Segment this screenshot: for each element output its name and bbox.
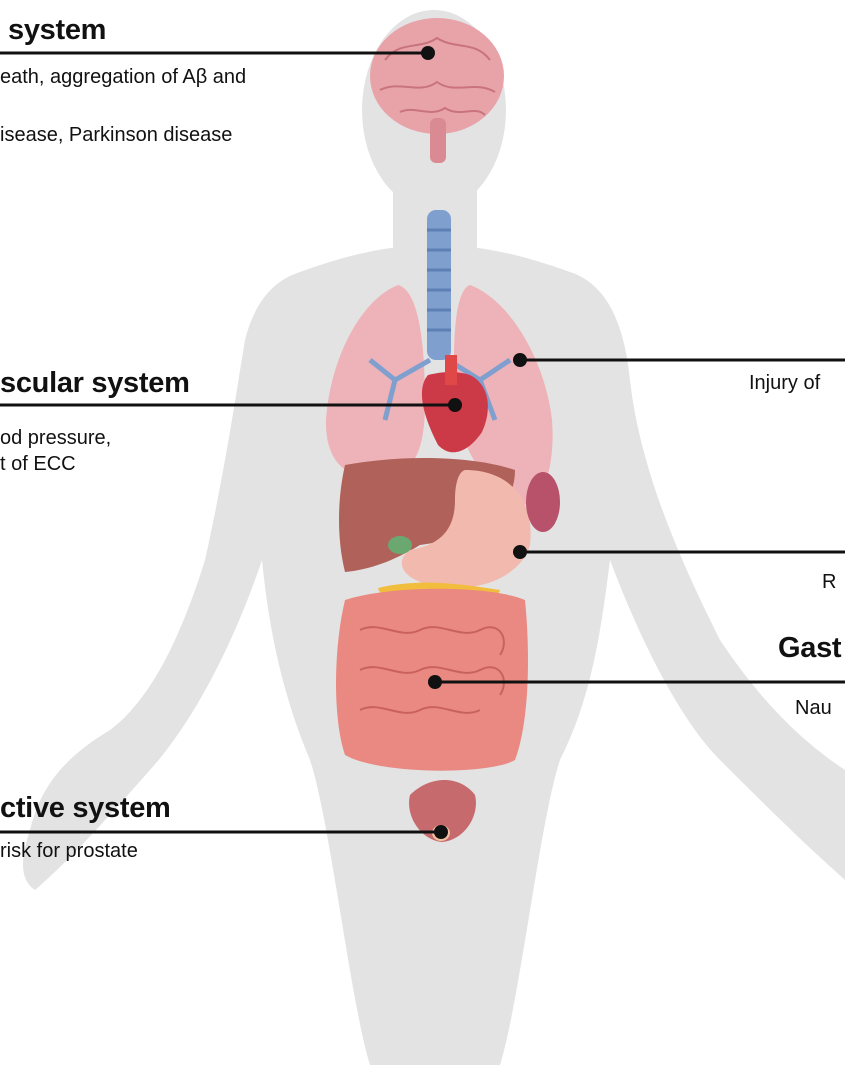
gastrointestinal-system-desc-1: Nau	[795, 695, 832, 722]
cardiovascular-system-title: scular system	[0, 367, 190, 400]
nervous-system-desc-1: eath, aggregation of Aβ and	[0, 64, 246, 91]
renal-system-desc-1: R	[822, 569, 836, 596]
cardiovascular-system-desc-1: od pressure,	[0, 425, 111, 452]
nervous-system-title: system	[8, 14, 106, 47]
nervous-system-desc-2: isease, Parkinson disease	[0, 122, 232, 149]
reproductive-system-desc-1: risk for prostate	[0, 838, 138, 865]
respiratory-system-desc-1: Injury of	[749, 370, 820, 397]
gallbladder	[388, 536, 412, 554]
gastrointestinal-system-title: Gast	[778, 632, 841, 665]
trachea	[427, 210, 451, 360]
reproductive-system-title: ctive system	[0, 792, 171, 825]
cardiovascular-system-desc-2: t of ECC	[0, 451, 76, 478]
spleen	[526, 472, 560, 532]
